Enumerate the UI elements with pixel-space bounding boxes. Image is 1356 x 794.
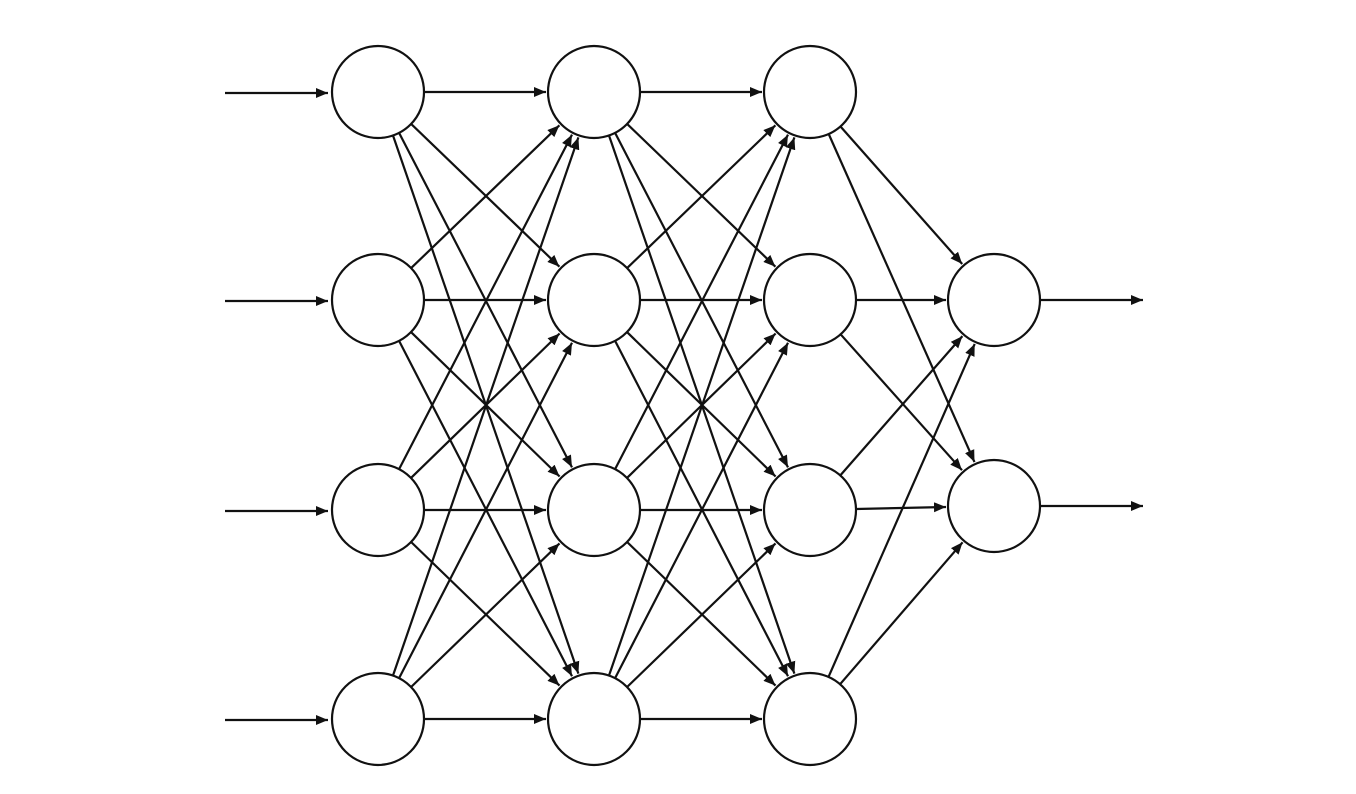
input-layer-neuron-2 — [330, 252, 426, 348]
connection-hidden-layer-2-4-to-output-layer-2 — [839, 541, 964, 685]
connection-hidden-layer-2-1-to-output-layer-1 — [839, 125, 964, 265]
connection-input-layer-4-to-hidden-layer-1-1 — [391, 137, 580, 676]
hidden-layer-1-neuron-1 — [546, 44, 642, 140]
connection-input-layer-2-to-hidden-layer-1-1 — [410, 124, 561, 269]
input-layer-neuron-4 — [330, 671, 426, 767]
output-layer-neuron-1 — [946, 252, 1042, 348]
hidden-layer-2-neuron-1 — [762, 44, 858, 140]
connection-hidden-layer-2-1-to-output-layer-2 — [827, 133, 976, 463]
connection-hidden-layer-1-2-to-hidden-layer-2-1 — [626, 124, 777, 269]
connection-hidden-layer-1-4-to-hidden-layer-2-2 — [614, 342, 789, 679]
connections — [225, 87, 1143, 725]
hidden-layer-2-neuron-4 — [762, 671, 858, 767]
connection-hidden-layer-1-4-to-hidden-layer-2-1 — [607, 137, 796, 676]
input-layer-neuron-1 — [330, 44, 426, 140]
connection-input-layer-4-to-hidden-layer-1-3 — [410, 542, 561, 688]
hidden-layer-1-neuron-2 — [546, 252, 642, 348]
connection-input-layer-4-to-hidden-layer-1-2 — [398, 342, 573, 679]
output-layer-neuron-2 — [946, 458, 1042, 554]
connection-hidden-layer-2-3-to-output-layer-1 — [839, 335, 964, 477]
connection-hidden-layer-2-3-to-output-layer-2 — [855, 502, 947, 513]
connection-hidden-layer-2-4-to-output-layer-1 — [827, 343, 976, 678]
neurons — [330, 44, 1042, 767]
connection-hidden-layer-1-4-to-hidden-layer-2-3 — [626, 542, 777, 688]
hidden-layer-2-neuron-3 — [762, 462, 858, 558]
connection-hidden-layer-1-3-to-hidden-layer-2-1 — [614, 134, 789, 470]
input-layer-neuron-3 — [330, 462, 426, 558]
hidden-layer-1-neuron-4 — [546, 671, 642, 767]
connection-input-layer-3-to-hidden-layer-1-1 — [398, 134, 573, 470]
connection-hidden-layer-2-2-to-output-layer-2 — [839, 333, 963, 471]
hidden-layer-2-neuron-2 — [762, 252, 858, 348]
hidden-layer-1-neuron-3 — [546, 462, 642, 558]
